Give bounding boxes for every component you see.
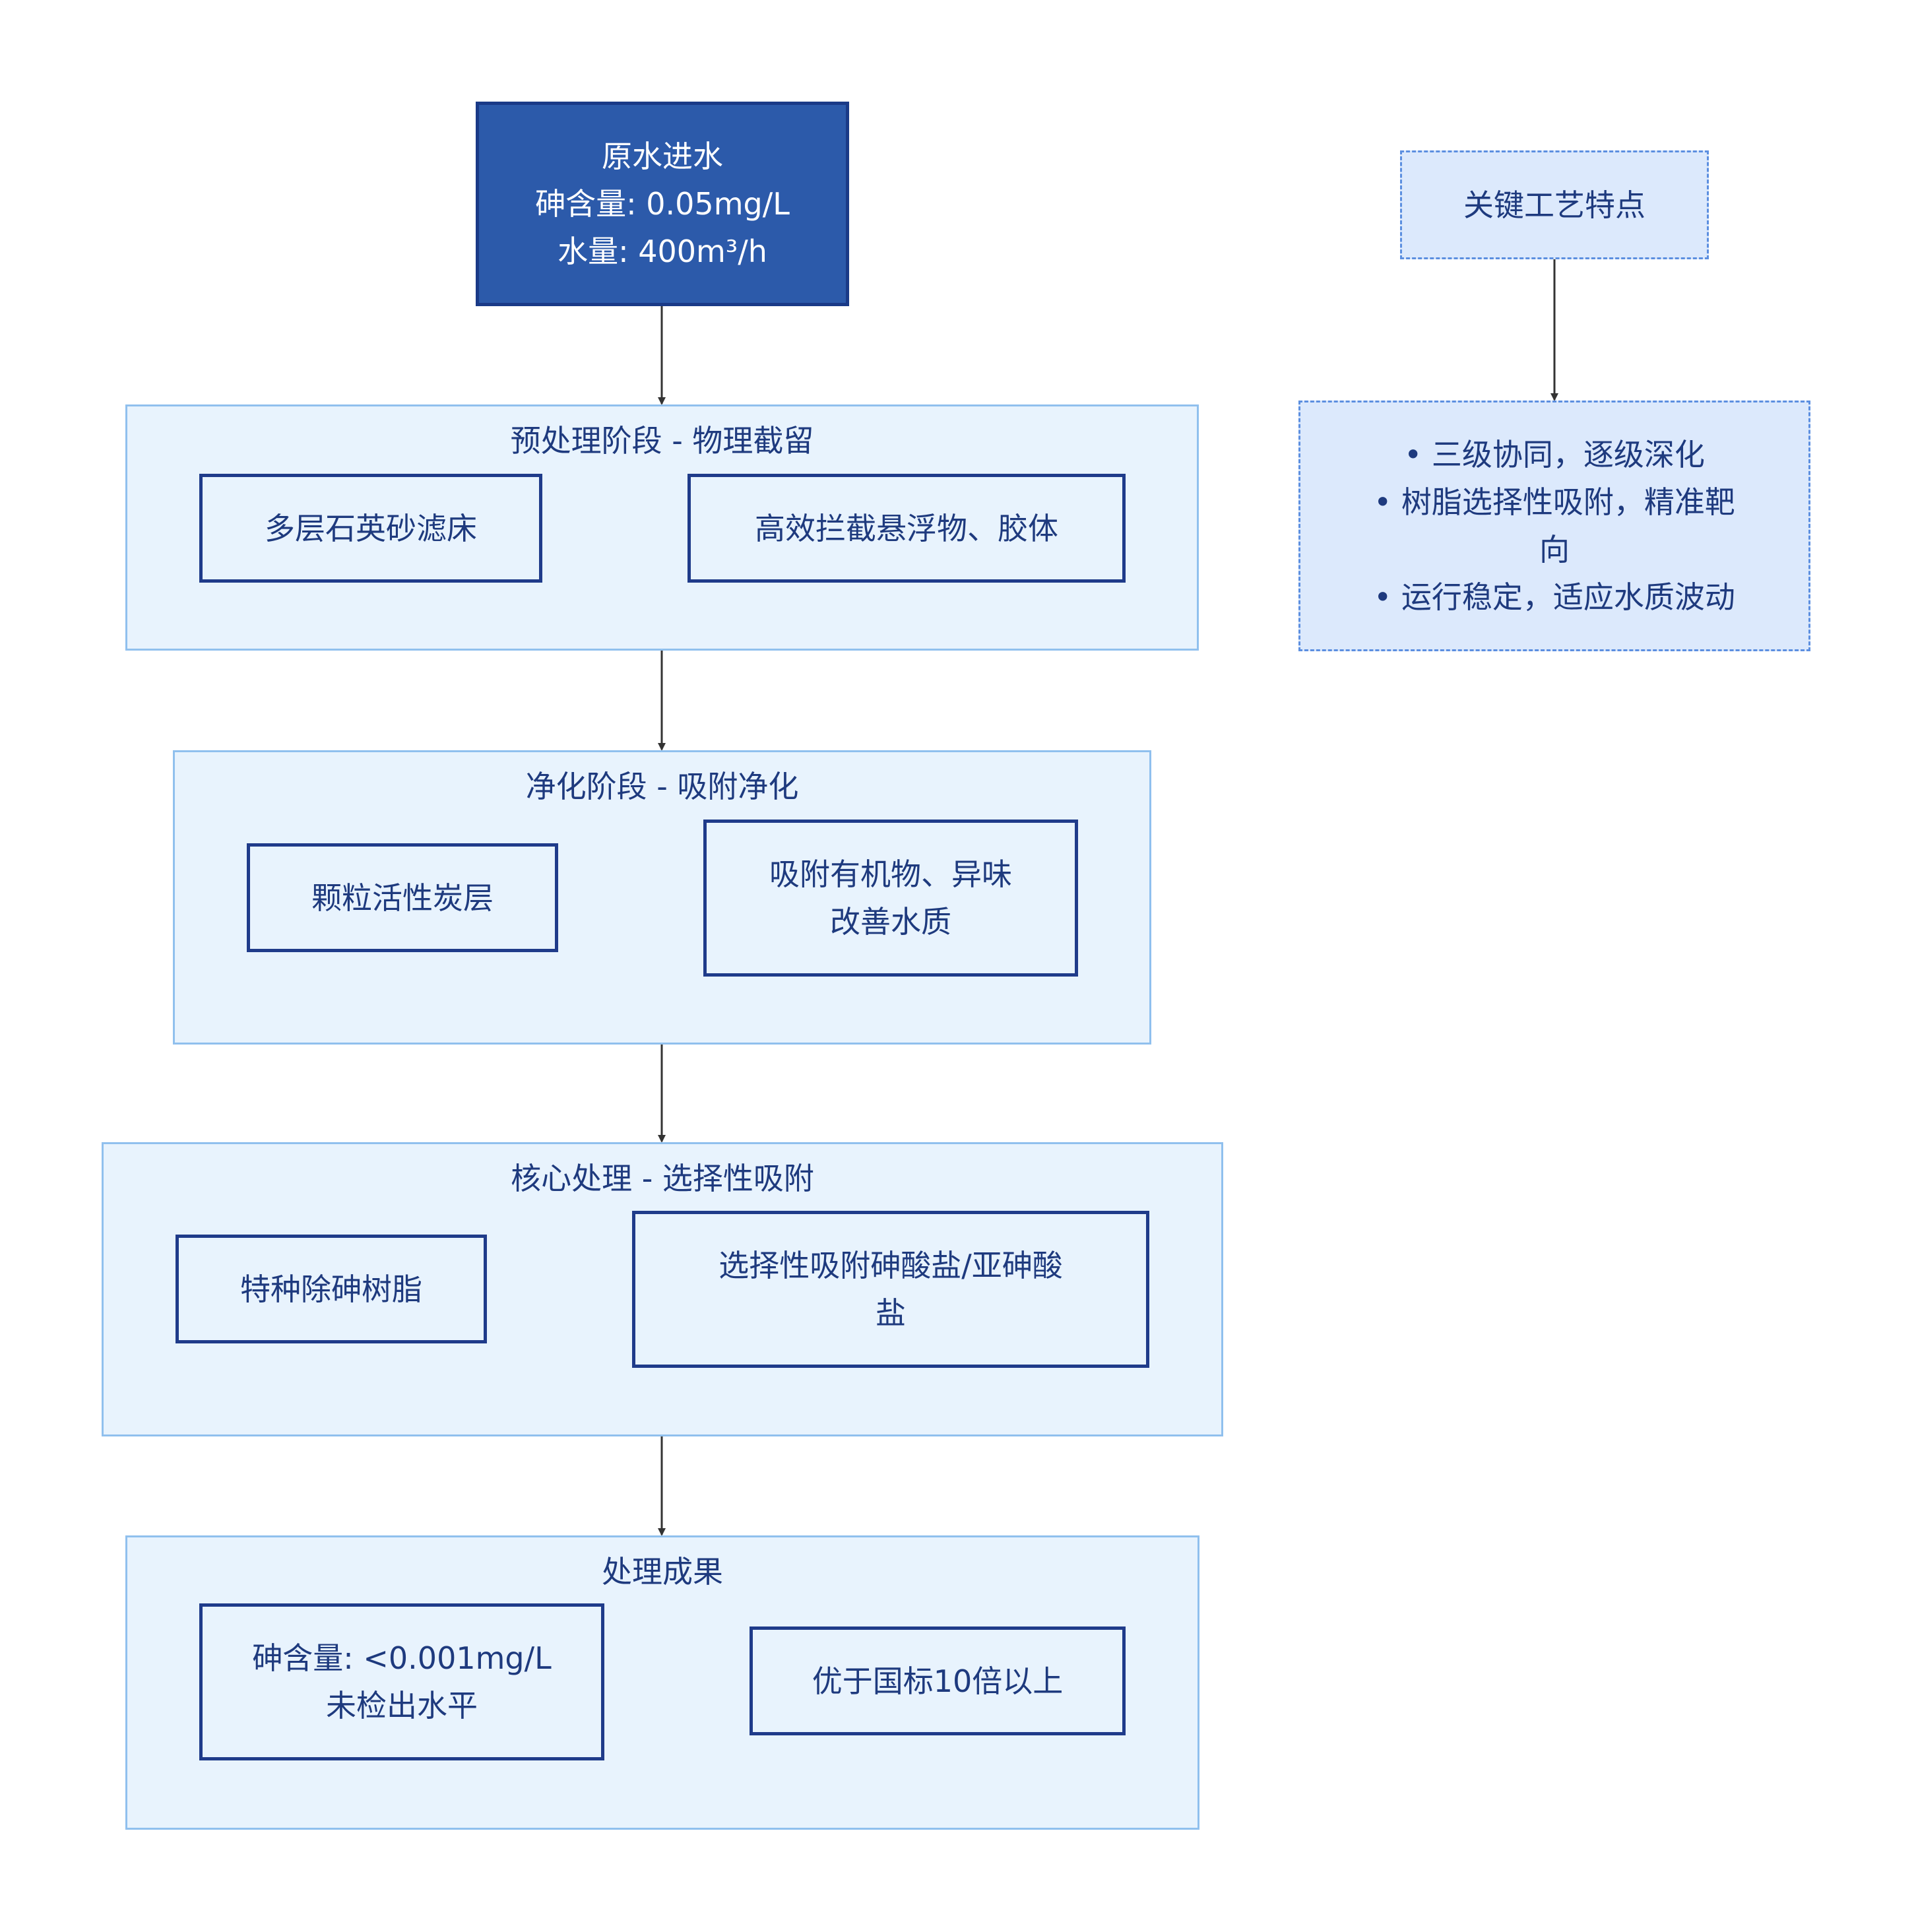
raw-water-input-node: 原水进水 砷含量: 0.05mg/L 水量: 400m³/h — [476, 102, 849, 306]
node-label-line-2: 改善水质 — [830, 904, 951, 940]
adsorb-organics-node: 吸附有机物、异味 改善水质 — [703, 820, 1078, 977]
node-label-line-1: 选择性吸附砷酸盐/亚砷酸 — [718, 1248, 1063, 1283]
arsenic-result-node: 砷含量: <0.001mg/L 未检出水平 — [199, 1603, 604, 1760]
node-label: 优于国标10倍以上 — [812, 1663, 1064, 1699]
feature-item: 向 — [1539, 532, 1570, 567]
stage-title: 核心处理 - 选择性吸附 — [511, 1161, 814, 1196]
feature-item: • 运行稳定，适应水质波动 — [1374, 579, 1735, 615]
sand-filter-node: 多层石英砂滤床 — [199, 474, 542, 583]
feature-item: • 三级协同，逐级深化 — [1404, 437, 1705, 472]
node-label: 高效拦截悬浮物、胶体 — [755, 510, 1058, 546]
selective-adsorb-node: 选择性吸附砷酸盐/亚砷酸 盐 — [632, 1211, 1149, 1368]
node-label-line-2: 盐 — [876, 1295, 906, 1331]
stage-title: 净化阶段 - 吸附净化 — [525, 769, 799, 804]
stage-title: 处理成果 — [602, 1554, 723, 1590]
input-line-2: 砷含量: 0.05mg/L — [535, 186, 790, 222]
node-label-line-2: 未检出水平 — [326, 1688, 478, 1723]
stage-title: 预处理阶段 - 物理截留 — [510, 423, 814, 459]
node-label: 特种除砷树脂 — [240, 1271, 422, 1307]
note-title: 关键工艺特点 — [1463, 187, 1645, 223]
input-line-3: 水量: 400m³/h — [558, 234, 767, 269]
resin-node: 特种除砷树脂 — [176, 1235, 487, 1343]
node-label: 多层石英砂滤床 — [265, 510, 477, 546]
input-line-1: 原水进水 — [602, 139, 723, 174]
intercept-node: 高效拦截悬浮物、胶体 — [687, 474, 1126, 583]
node-label-line-1: 砷含量: <0.001mg/L — [252, 1640, 552, 1676]
node-label: 颗粒活性炭层 — [311, 880, 494, 916]
national-standard-node: 优于国标10倍以上 — [750, 1626, 1126, 1735]
key-features-title-note: 关键工艺特点 — [1400, 150, 1709, 259]
carbon-layer-node: 颗粒活性炭层 — [247, 843, 558, 952]
node-label-line-1: 吸附有机物、异味 — [769, 856, 1012, 892]
key-features-list-note: • 三级协同，逐级深化 • 树脂选择性吸附，精准靶 向 • 运行稳定，适应水质波… — [1298, 401, 1810, 651]
feature-item: • 树脂选择性吸附，精准靶 — [1374, 484, 1735, 520]
